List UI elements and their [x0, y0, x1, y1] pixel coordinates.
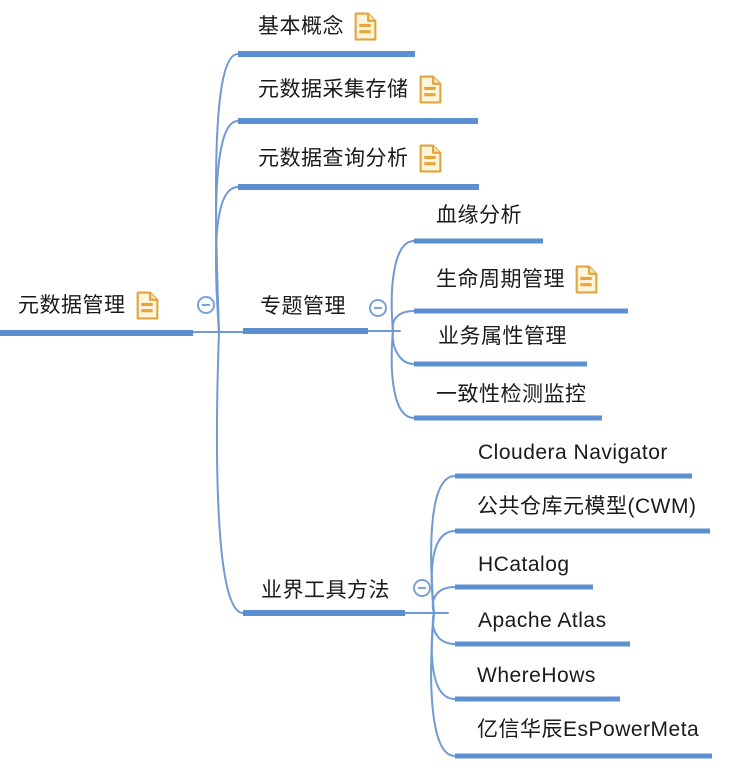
collapse-button-industry-tools[interactable] [413, 579, 431, 597]
note-icon[interactable] [135, 291, 160, 320]
topic-metadata-query-analysis[interactable]: 元数据查询分析 [258, 144, 443, 173]
topic-business-attribute-management[interactable]: 业务属性管理 [438, 324, 567, 349]
topic-topic-management[interactable]: 专题管理 [260, 294, 346, 319]
note-icon[interactable] [418, 75, 443, 104]
minus-icon [374, 307, 382, 309]
topic-root-metadata-management[interactable]: 元数据管理 [18, 291, 160, 320]
topic-label: 元数据采集存储 [258, 78, 409, 101]
topic-espowermeta[interactable]: 亿信华辰EsPowerMeta [477, 717, 699, 742]
topic-lifecycle-management[interactable]: 生命周期管理 [436, 265, 599, 294]
collapse-button-topic-management[interactable] [369, 299, 387, 317]
topic-hcatalog[interactable]: HCatalog [478, 552, 570, 577]
topic-label: Apache Atlas [478, 609, 607, 632]
topic-label: 公共仓库元模型(CWM) [477, 495, 697, 518]
topic-label: 基本概念 [258, 15, 344, 38]
topic-label: 业界工具方法 [261, 579, 390, 602]
note-icon[interactable] [418, 144, 443, 173]
topic-label: 亿信华辰EsPowerMeta [477, 718, 700, 741]
note-icon[interactable] [574, 265, 599, 294]
note-icon[interactable] [353, 12, 378, 41]
topic-industry-tools-methods[interactable]: 业界工具方法 [261, 578, 390, 603]
minus-icon [418, 587, 426, 589]
topic-label: 一致性检测监控 [436, 383, 587, 406]
topic-wherehows[interactable]: WhereHows [477, 663, 596, 688]
topic-label: WhereHows [477, 664, 596, 687]
topic-label: 血缘分析 [436, 204, 522, 227]
topic-basic-concepts[interactable]: 基本概念 [258, 12, 378, 41]
topic-consistency-detection-monitoring[interactable]: 一致性检测监控 [436, 382, 587, 407]
topic-label: 业务属性管理 [438, 325, 567, 348]
topic-label: 生命周期管理 [436, 268, 565, 291]
collapse-button-root[interactable] [197, 296, 215, 314]
topic-metadata-collection-storage[interactable]: 元数据采集存储 [258, 75, 443, 104]
topic-label: 专题管理 [260, 295, 346, 318]
topic-lineage-analysis[interactable]: 血缘分析 [436, 203, 522, 228]
topic-label: Cloudera Navigator [478, 441, 668, 464]
branch-curves [192, 53, 456, 757]
topic-cloudera-navigator[interactable]: Cloudera Navigator [478, 440, 668, 465]
topic-cwm[interactable]: 公共仓库元模型(CWM) [477, 494, 696, 519]
minus-icon [202, 304, 210, 306]
branch-bars [0, 51, 712, 759]
topic-label: 元数据查询分析 [258, 147, 409, 170]
topic-apache-atlas[interactable]: Apache Atlas [478, 608, 607, 633]
topic-label: 元数据管理 [18, 294, 126, 317]
topic-label: HCatalog [478, 553, 570, 576]
